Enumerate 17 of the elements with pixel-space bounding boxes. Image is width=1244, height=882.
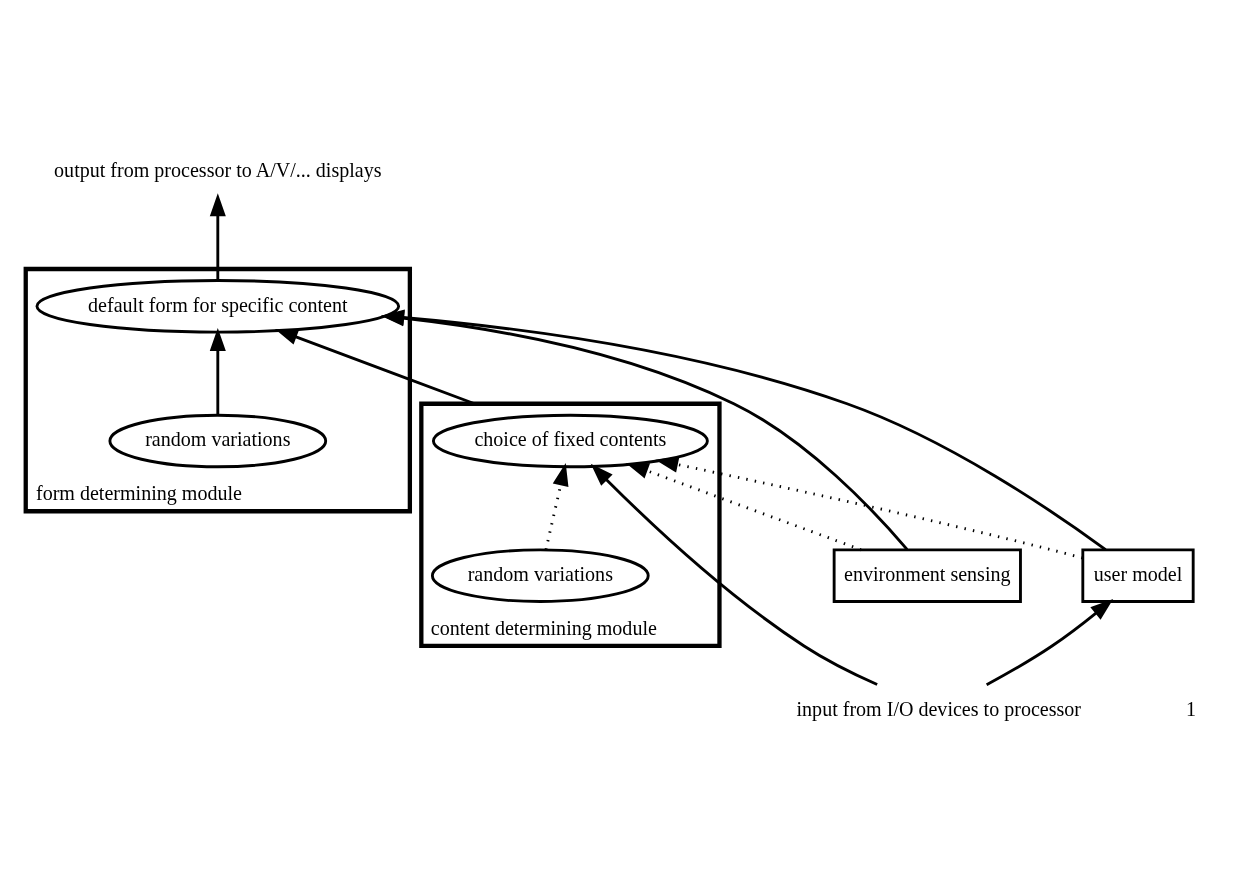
arrow	[655, 456, 1083, 560]
node-text: output from processor to A/V/... displays	[54, 158, 382, 181]
arrow	[209, 328, 226, 415]
node-box: environment sensing	[832, 548, 1022, 603]
node-ellipse: random variations	[108, 413, 328, 469]
arrow	[625, 462, 862, 552]
arrow	[209, 193, 226, 281]
node-box: user model	[1081, 548, 1195, 603]
node-ellipse: random variations	[430, 548, 650, 603]
arrow	[274, 329, 476, 406]
arrow	[544, 462, 569, 550]
node-ellipse: default form for specific content	[35, 279, 401, 334]
arrow	[985, 598, 1114, 686]
arrow	[590, 463, 878, 686]
node-text: input from I/O devices to processor	[796, 697, 1082, 720]
node-ellipse: choice of fixed contents	[431, 413, 709, 469]
label: 1	[1186, 697, 1197, 720]
